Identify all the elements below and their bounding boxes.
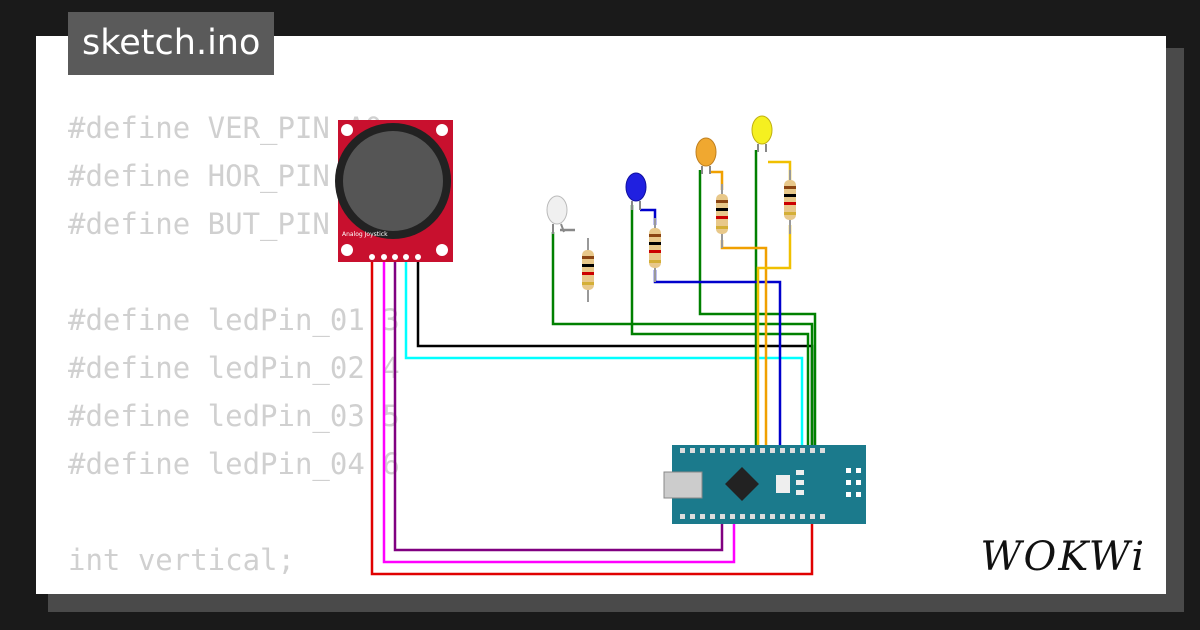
header-pin[interactable] xyxy=(810,514,815,519)
header-pin[interactable] xyxy=(800,448,805,453)
header-pin[interactable] xyxy=(710,514,715,519)
header-pin[interactable] xyxy=(740,448,745,453)
header-pins-top xyxy=(680,448,825,453)
header-pin[interactable] xyxy=(720,448,725,453)
header-pin[interactable] xyxy=(780,448,785,453)
header-pin[interactable] xyxy=(710,448,715,453)
blue-led[interactable] xyxy=(625,172,647,210)
header-pin[interactable] xyxy=(700,514,705,519)
pin-vert xyxy=(381,254,387,260)
wire-sel-cyan xyxy=(404,258,804,450)
file-tab[interactable]: sketch.ino xyxy=(68,12,275,75)
wire-vert-magenta xyxy=(382,258,736,564)
header-pin[interactable] xyxy=(760,514,765,519)
wokwi-logo: WOKWi xyxy=(980,534,1146,580)
mount-hole xyxy=(436,124,448,136)
code-line: #define ledPin_04 6 xyxy=(68,447,400,481)
yellow-led[interactable] xyxy=(751,115,773,152)
header-pin[interactable] xyxy=(740,514,745,519)
header-pin[interactable] xyxy=(680,448,685,453)
joystick-pins xyxy=(369,254,421,260)
leds xyxy=(546,115,773,234)
wire-led-yellow-res xyxy=(768,160,792,180)
wires xyxy=(370,150,817,576)
wire-led-blue-res xyxy=(640,208,657,225)
header-pin[interactable] xyxy=(700,448,705,453)
orange-led[interactable] xyxy=(695,137,717,174)
resistor xyxy=(784,170,796,234)
status-leds xyxy=(796,470,804,495)
wire-horz-purple xyxy=(393,258,724,552)
header-pin[interactable] xyxy=(680,514,685,519)
microcontroller-chip xyxy=(725,467,759,501)
header-pin[interactable] xyxy=(790,448,795,453)
pin-horz xyxy=(392,254,398,260)
header-pin[interactable] xyxy=(730,514,735,519)
resistors xyxy=(582,170,796,302)
mount-hole xyxy=(341,244,353,256)
header-pin[interactable] xyxy=(760,448,765,453)
code-line: #define ledPin_01 3 xyxy=(68,303,400,337)
resistor xyxy=(582,238,594,302)
header-pin[interactable] xyxy=(790,514,795,519)
header-pin[interactable] xyxy=(730,448,735,453)
header-pins-bottom xyxy=(680,514,825,519)
wire-res-blue xyxy=(653,270,782,450)
joystick-module[interactable]: Analog Joystick xyxy=(335,120,453,262)
wire-led-blue-green xyxy=(630,205,810,450)
arduino-nano[interactable] xyxy=(663,445,866,524)
white-led[interactable] xyxy=(546,195,568,234)
mount-hole xyxy=(436,244,448,256)
header-pin[interactable] xyxy=(800,514,805,519)
wire-vcc-red xyxy=(370,258,814,576)
header-pin[interactable] xyxy=(770,514,775,519)
arduino-board xyxy=(672,445,866,524)
header-pin[interactable] xyxy=(770,448,775,453)
usb-connector xyxy=(663,471,703,499)
header-pin[interactable] xyxy=(780,514,785,519)
header-pin[interactable] xyxy=(820,514,825,519)
resistor xyxy=(649,218,661,282)
wire-gnd-black xyxy=(416,258,814,450)
resistor xyxy=(716,184,728,248)
pin-vcc xyxy=(369,254,375,260)
code-line: #define ledPin_03 5 xyxy=(68,399,400,433)
wire-res-yellow xyxy=(756,225,792,450)
header-pin[interactable] xyxy=(750,514,755,519)
header-pin[interactable] xyxy=(720,514,725,519)
mount-hole xyxy=(341,124,353,136)
code-line: int horizontal; xyxy=(68,584,400,594)
icsp-header xyxy=(846,468,861,497)
header-pin[interactable] xyxy=(810,448,815,453)
header-pin[interactable] xyxy=(690,448,695,453)
header-pin[interactable] xyxy=(690,514,695,519)
joystick-label: Analog Joystick xyxy=(342,231,388,238)
joystick-knob[interactable] xyxy=(343,131,443,231)
pin-gnd xyxy=(415,254,421,260)
pin-sel xyxy=(403,254,409,260)
header-pin[interactable] xyxy=(820,448,825,453)
reset-button[interactable] xyxy=(776,475,790,493)
code-line: int vertical; xyxy=(68,543,295,577)
wire-led-orange-res xyxy=(710,170,724,190)
header-pin[interactable] xyxy=(750,448,755,453)
wire-led-white-green xyxy=(551,232,814,450)
